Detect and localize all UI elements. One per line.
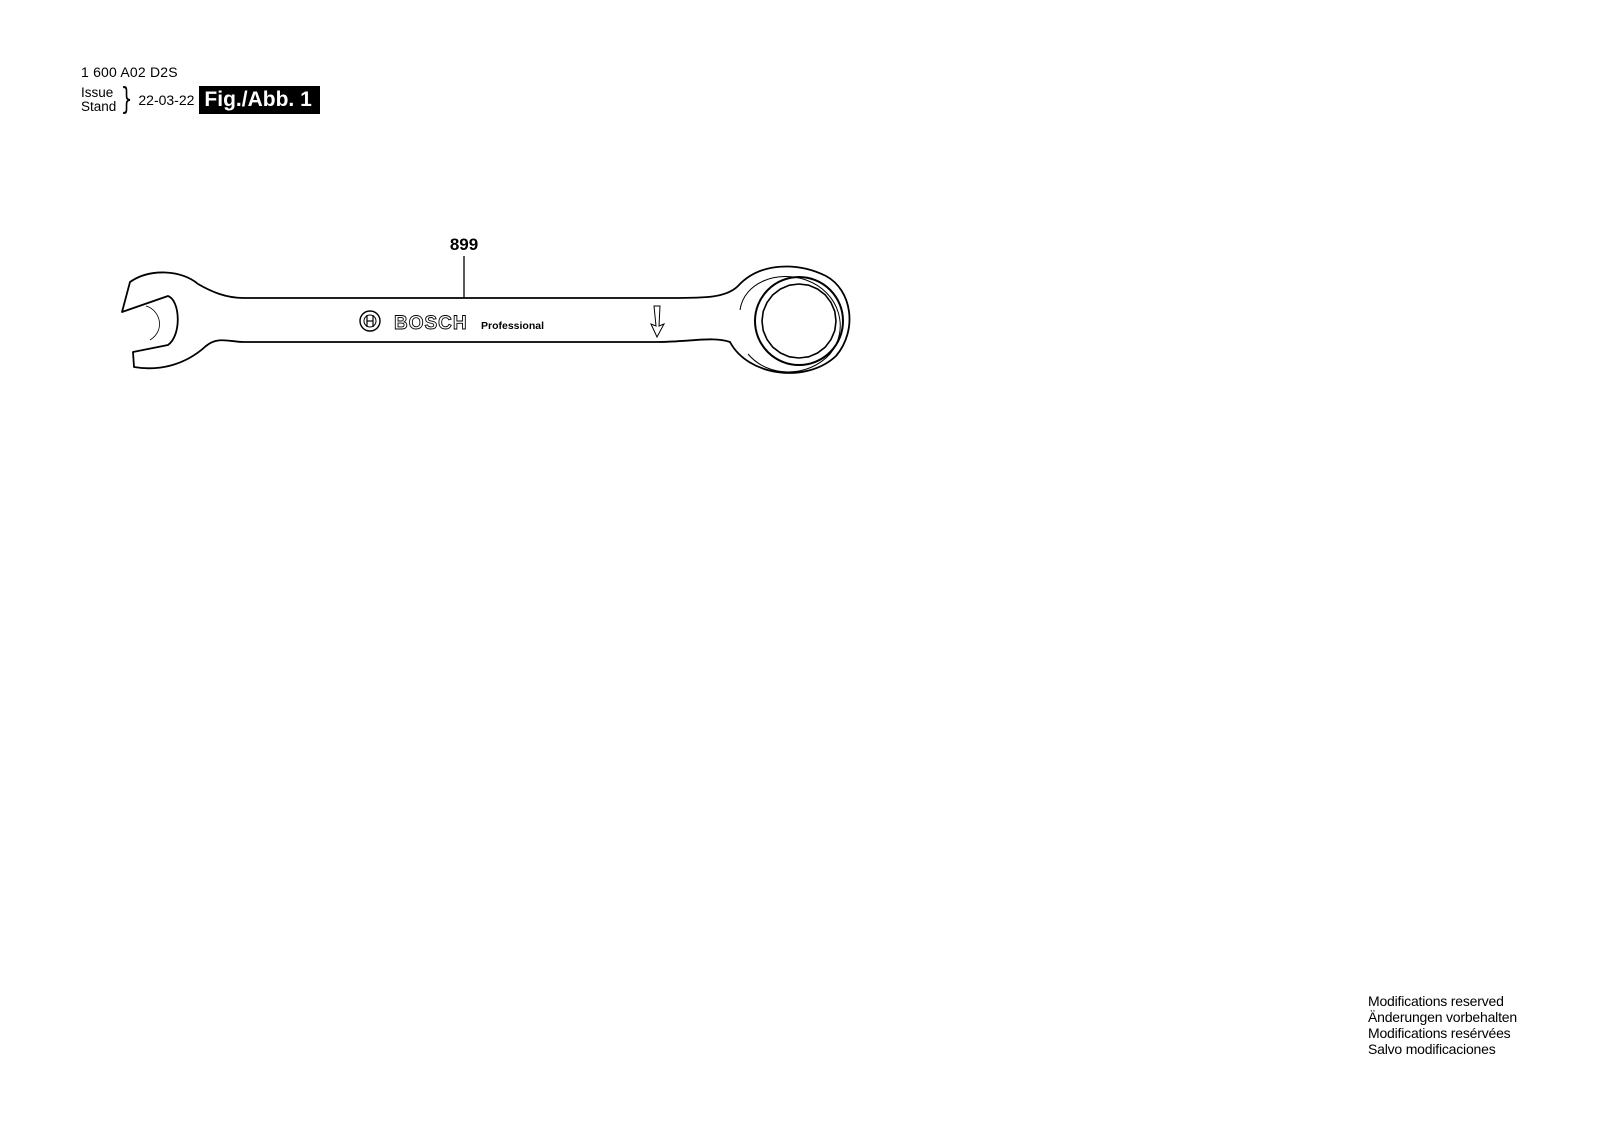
product-line-label: Professional — [481, 320, 544, 332]
issue-block: Issue Stand } 22-03-22 Fig./Abb. 1 — [81, 84, 320, 116]
open-jaw-inner-line — [145, 305, 160, 341]
brand-name: BOSCH — [394, 313, 468, 334]
issue-date: 22-03-22 — [138, 92, 195, 108]
part-number: 1 600 A02 D2S — [81, 64, 178, 80]
modifications-line-fr: Modifications resérvées — [1368, 1025, 1511, 1041]
modifications-line-es: Salvo modificaciones — [1368, 1041, 1496, 1057]
ratchet-direction-arrow-icon — [650, 305, 666, 339]
stand-label: Stand — [81, 99, 117, 114]
ring-inner-contour — [739, 276, 841, 373]
part-callout-label: 899 — [450, 235, 478, 254]
modifications-line-de: Änderungen vorbehalten — [1368, 1009, 1517, 1025]
issue-label: Issue — [81, 85, 114, 100]
brace-glyph: } — [121, 82, 133, 117]
modifications-notice: Modifications reserved Änderungen vorbeh… — [1368, 993, 1517, 1057]
issue-labels: Issue Stand — [81, 86, 116, 114]
ring-socket — [754, 276, 844, 366]
twelve-point-socket-outline — [761, 283, 837, 359]
bosch-armature-logo-icon — [359, 310, 381, 332]
figure-label: Fig./Abb. 1 — [199, 86, 320, 114]
wrench-outline — [121, 265, 851, 374]
modifications-line-en: Modifications reserved — [1368, 993, 1504, 1009]
